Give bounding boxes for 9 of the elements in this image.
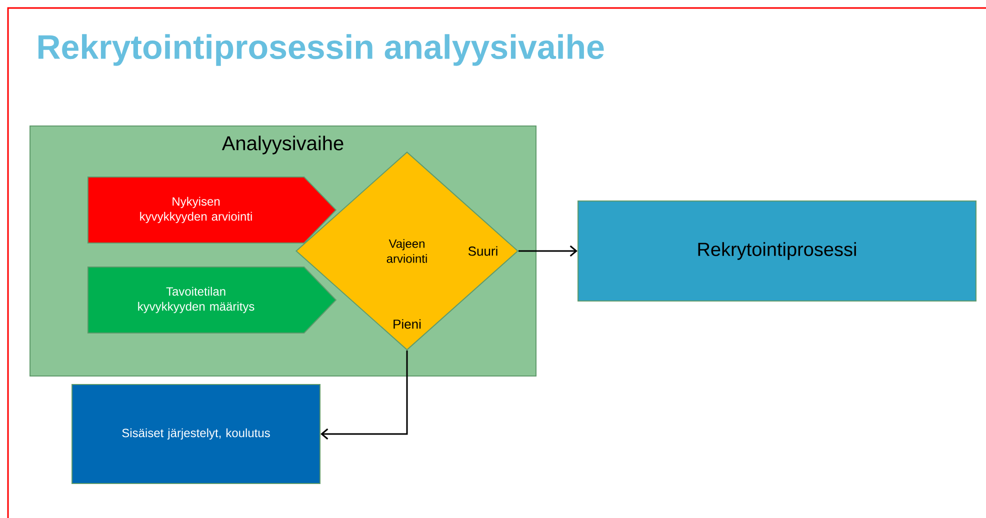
process-box: Rekrytointiprosessi — [578, 200, 976, 302]
arrow — [320, 350, 408, 440]
edge-label: Suuri — [466, 245, 500, 257]
edge-label: Pieni — [392, 318, 422, 330]
title: Rekrytointiprosessin analyysivaihe — [38, 34, 604, 66]
pentagon-box: Tavoitetilan kyvykkyyden määritys — [87, 266, 337, 334]
pentagon-box: Nykyisen kyvykkyyden arviointi — [87, 176, 337, 244]
process-box: Sisäiset järjestelyt, koulutus — [72, 384, 320, 484]
arrow — [518, 245, 578, 257]
